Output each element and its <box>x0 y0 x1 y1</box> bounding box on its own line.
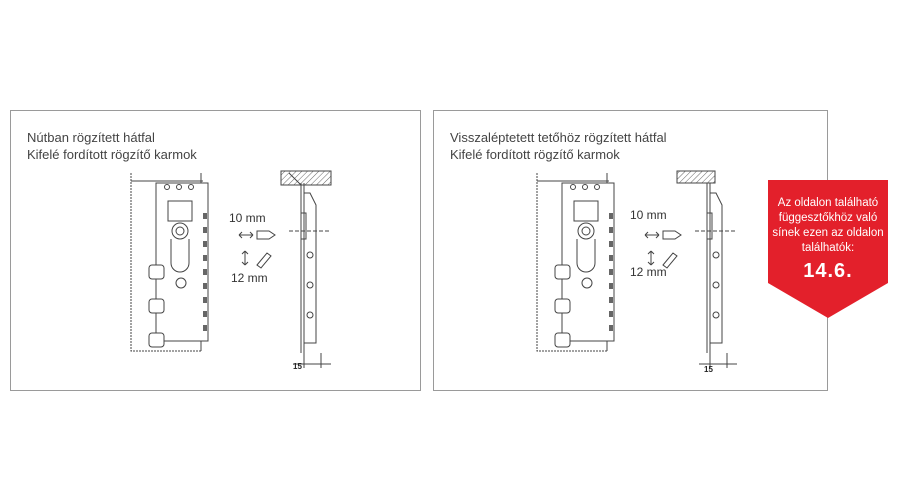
page-reference-badge: Az oldalon található függesztőkhöz való … <box>766 178 890 320</box>
dim-12mm-label: 12 mm <box>630 265 667 279</box>
panel-title: Nútban rögzített hátfal Kifelé fordított… <box>27 129 197 163</box>
badge-page-number: 14.6. <box>803 260 853 282</box>
drawing-lines <box>536 170 737 368</box>
title-line-2: Kifelé fordított rögzítő karmok <box>450 147 620 162</box>
panel-groove-back-wall: Nútban rögzített hátfal Kifelé fordított… <box>10 110 421 391</box>
dim-15-label: 15 <box>704 365 713 374</box>
hanger-diagram: 10 mm 12 mm 15 <box>536 170 737 374</box>
panel-recessed-roof-back-wall: Visszaléptetett tetőhöz rögzített hátfal… <box>433 110 828 391</box>
dim-15-label: 15 <box>293 362 302 371</box>
drawing-lines <box>130 170 332 368</box>
badge-shape <box>768 180 888 318</box>
title-line-1: Nútban rögzített hátfal <box>27 130 155 145</box>
hanger-diagram: 10 mm 12 mm 15 <box>130 170 332 371</box>
badge-text: Az oldalon található függesztőkhöz való … <box>772 197 884 254</box>
title-line-1: Visszaléptetett tetőhöz rögzített hátfal <box>450 130 667 145</box>
dim-10mm-label: 10 mm <box>229 211 266 225</box>
title-line-2: Kifelé fordított rögzítő karmok <box>27 147 197 162</box>
dim-10mm-label: 10 mm <box>630 208 667 222</box>
dim-12mm-label: 12 mm <box>231 271 268 285</box>
panel-title: Visszaléptetett tetőhöz rögzített hátfal… <box>450 129 667 163</box>
